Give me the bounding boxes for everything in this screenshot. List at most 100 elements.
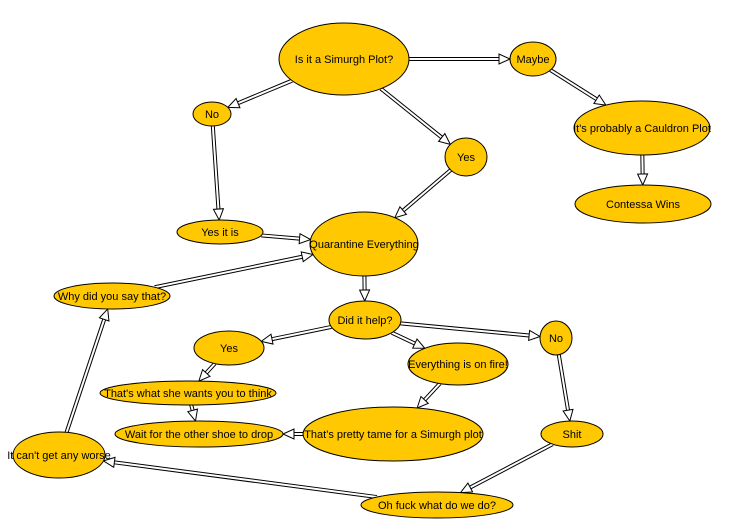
node-label: Wait for the other shoe to drop bbox=[125, 429, 273, 441]
node-shape bbox=[99, 380, 277, 406]
node-label: Yes bbox=[457, 152, 475, 164]
edge-no-top-to-yes-it-is bbox=[210, 125, 225, 222]
arrow-head bbox=[298, 232, 312, 245]
node-cauldron: It's probably a Cauldron Plot bbox=[573, 100, 711, 156]
arrow-head bbox=[186, 408, 199, 423]
edge-yes-top-to-quarantine bbox=[393, 168, 453, 219]
node-label: Maybe bbox=[516, 54, 549, 66]
edge-pretty-tame-to-wait-shoe bbox=[281, 428, 303, 440]
arrow-head bbox=[102, 456, 116, 469]
edge-line-inner bbox=[380, 87, 443, 139]
arrow-head bbox=[437, 132, 452, 146]
arrow-head bbox=[300, 251, 315, 263]
edges-layer bbox=[64, 53, 649, 500]
node-label: Shit bbox=[563, 429, 582, 441]
node-did-it-help: Did it help? bbox=[328, 300, 402, 340]
edge-fire-to-pretty-tame bbox=[416, 382, 442, 409]
node-oh-what: Oh fuck what do we do? bbox=[360, 491, 514, 519]
node-label: Yes it is bbox=[201, 227, 239, 239]
edge-simurgh-to-no-top bbox=[226, 78, 293, 109]
edge-line-inner bbox=[65, 319, 106, 433]
node-she-wants: That's what she wants you to think bbox=[99, 380, 277, 406]
edge-shit-to-oh-what bbox=[459, 442, 554, 494]
edge-line-inner bbox=[400, 322, 530, 337]
node-pretty-tame: That's pretty tame for a Simurgh plot bbox=[302, 406, 484, 462]
node-shape bbox=[328, 300, 402, 340]
edge-did-it-help-to-yes-mid bbox=[260, 324, 332, 345]
node-yes-mid: Yes bbox=[193, 330, 265, 366]
node-shape bbox=[309, 211, 419, 277]
node-no-right: No bbox=[539, 320, 573, 356]
arrow-head bbox=[226, 97, 241, 109]
node-shape bbox=[540, 420, 604, 448]
edge-line-inner bbox=[557, 354, 570, 411]
edge-line-inner bbox=[549, 69, 598, 101]
arrow-head bbox=[198, 368, 211, 382]
node-shape bbox=[53, 282, 171, 310]
edge-line-inner bbox=[114, 461, 378, 499]
edge-did-it-help-to-no-right bbox=[400, 321, 542, 342]
arrow-head bbox=[393, 205, 408, 219]
edge-simurgh-to-maybe bbox=[409, 53, 512, 65]
edge-worse-to-why bbox=[64, 307, 110, 433]
arrow-head bbox=[212, 208, 225, 222]
node-label: Quarantine Everything bbox=[309, 239, 418, 251]
node-shape bbox=[407, 342, 509, 386]
node-label: Why did you say that? bbox=[58, 291, 166, 303]
node-shape bbox=[193, 330, 265, 366]
node-shape bbox=[509, 41, 557, 77]
edge-cauldron-to-contessa bbox=[636, 154, 649, 187]
node-shit: Shit bbox=[540, 420, 604, 448]
edge-line-inner bbox=[423, 382, 441, 401]
edge-did-it-help-to-fire bbox=[390, 330, 426, 349]
arrow-head bbox=[98, 307, 110, 322]
node-label: That's pretty tame for a Simurgh plot bbox=[304, 429, 482, 441]
node-label: It can't get any worse bbox=[7, 450, 111, 462]
edge-line-inner bbox=[391, 331, 416, 345]
arrow-head bbox=[528, 329, 542, 342]
node-shape bbox=[574, 184, 712, 224]
node-shape bbox=[176, 219, 264, 245]
node-contessa: Contessa Wins bbox=[574, 184, 712, 224]
edge-line-inner bbox=[190, 404, 194, 411]
node-no-top: No bbox=[192, 101, 232, 127]
arrow-head bbox=[411, 338, 426, 349]
arrow-head bbox=[358, 289, 371, 303]
edge-yes-it-is-to-quarantine bbox=[261, 232, 312, 245]
edge-line-inner bbox=[402, 169, 452, 212]
node-label: That's what she wants you to think bbox=[104, 388, 272, 400]
arrow-head bbox=[281, 428, 295, 440]
node-shape bbox=[539, 320, 573, 356]
node-why: Why did you say that? bbox=[53, 282, 171, 310]
edge-she-wants-to-wait-shoe bbox=[186, 404, 199, 423]
edge-line-inner bbox=[154, 255, 303, 289]
node-yes-it-is: Yes it is bbox=[176, 219, 264, 245]
edge-maybe-to-cauldron bbox=[549, 68, 607, 106]
edge-why-to-quarantine bbox=[154, 251, 315, 290]
node-label: No bbox=[549, 333, 563, 345]
node-label: Is it a Simurgh Plot? bbox=[295, 54, 393, 66]
edge-line-inner bbox=[205, 362, 216, 374]
node-shape bbox=[360, 491, 514, 519]
arrow-head bbox=[498, 53, 512, 65]
node-worse: It can't get any worse bbox=[7, 431, 111, 479]
node-label: Yes bbox=[220, 343, 238, 355]
arrow-head bbox=[260, 333, 274, 345]
arrow-head bbox=[593, 94, 607, 106]
node-shape bbox=[12, 431, 106, 479]
node-label: Did it help? bbox=[337, 315, 392, 327]
node-label: It's probably a Cauldron Plot bbox=[573, 123, 711, 135]
node-shape bbox=[114, 420, 284, 448]
node-maybe: Maybe bbox=[509, 41, 557, 77]
edge-line-inner bbox=[261, 234, 300, 240]
node-label: No bbox=[205, 109, 219, 121]
node-label: Everything is on fire! bbox=[408, 359, 508, 371]
arrow-head bbox=[636, 173, 649, 187]
edge-oh-what-to-worse bbox=[102, 456, 378, 500]
node-fire: Everything is on fire! bbox=[407, 342, 509, 386]
edge-line-inner bbox=[211, 125, 220, 210]
node-shape bbox=[192, 101, 232, 127]
